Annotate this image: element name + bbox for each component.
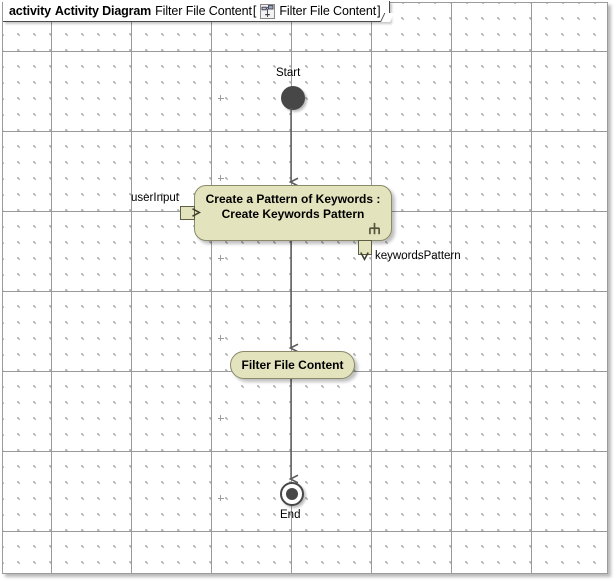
header-keyword: activity bbox=[9, 4, 51, 18]
start-node[interactable] bbox=[281, 86, 305, 110]
end-node-label: End bbox=[280, 509, 301, 521]
header-diagram-type: Activity Diagram bbox=[54, 4, 152, 18]
pin-keywords-pattern-label: keywordsPattern bbox=[375, 250, 461, 262]
activity-diagram-icon bbox=[260, 3, 276, 19]
grid-crosses bbox=[218, 95, 224, 501]
rake-icon bbox=[369, 222, 380, 235]
grid-dots bbox=[3, 3, 607, 573]
action-filter-file-content[interactable]: Filter File Content bbox=[230, 351, 355, 379]
action-create-keywords-pattern-label: Create a Pattern of Keywords : Create Ke… bbox=[205, 192, 381, 221]
header-bracket-open: [ bbox=[252, 4, 257, 18]
pin-user-input-label: userInput bbox=[131, 192, 179, 204]
diagram-header-tab[interactable]: activity Activity Diagram Filter File Co… bbox=[3, 1, 390, 22]
pin-user-input-arrow-icon bbox=[192, 208, 201, 217]
diagram-canvas[interactable]: Start Create a Pattern of Keywords : Cre… bbox=[2, 2, 608, 574]
header-context-name: Filter File Content bbox=[279, 4, 377, 18]
edge-layer bbox=[3, 108, 608, 574]
end-node[interactable] bbox=[280, 482, 304, 506]
pin-keywords-pattern-arrow-icon bbox=[360, 252, 369, 261]
action-create-keywords-pattern[interactable]: Create a Pattern of Keywords : Create Ke… bbox=[194, 185, 392, 241]
header-diagram-name: Filter File Content bbox=[155, 4, 252, 18]
start-node-label: Start bbox=[276, 67, 301, 79]
action-filter-file-content-label: Filter File Content bbox=[241, 358, 344, 372]
header-bracket-close: ] bbox=[377, 4, 381, 18]
